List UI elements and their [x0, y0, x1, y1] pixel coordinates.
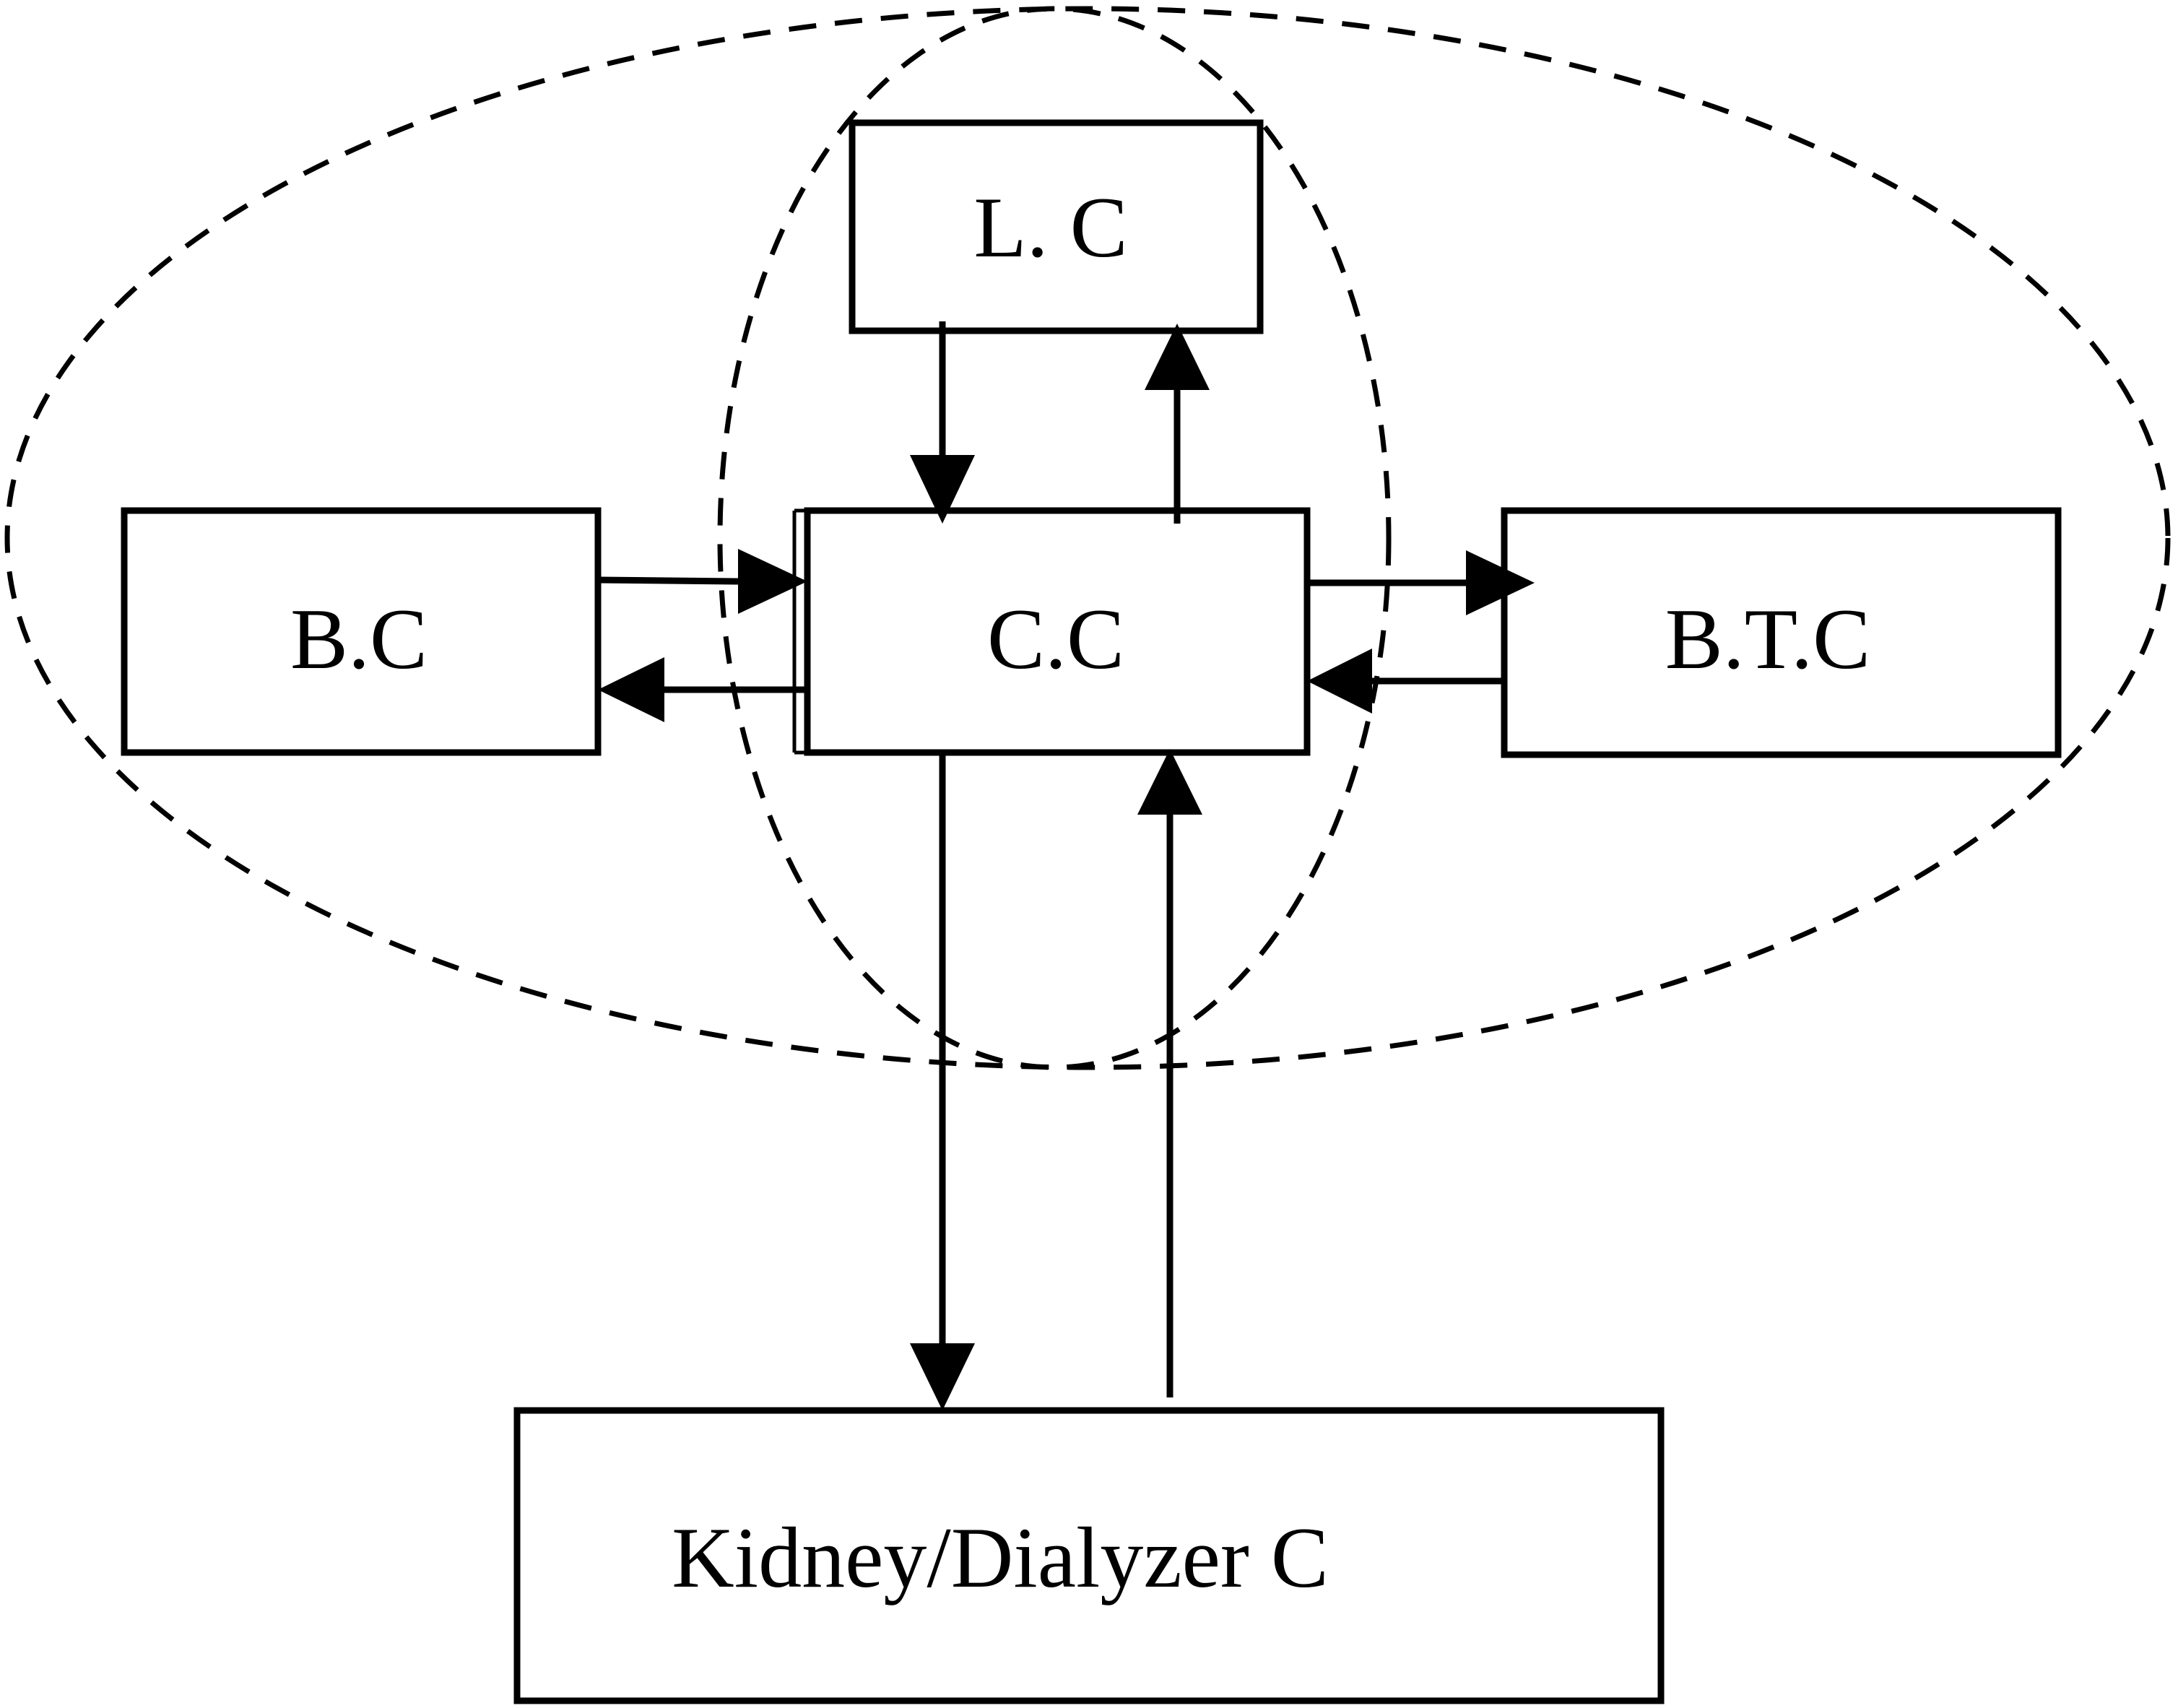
- brain-compartment: B.C: [121, 507, 602, 756]
- arrow-head-right: [738, 549, 807, 614]
- kidney-dialyzer-label: Kidney/Dialyzer C: [672, 1509, 1329, 1605]
- brain-label: B.C: [290, 591, 428, 687]
- body-tissue-compartment: B.T.C: [1501, 507, 2062, 758]
- lung-box: [849, 119, 1264, 334]
- arrow-head-right: [1466, 550, 1535, 615]
- lung-label: L. C: [973, 179, 1127, 275]
- brain-box: [121, 507, 602, 756]
- arrow-body-tissue-to-central: [1307, 649, 1504, 714]
- arrow-brain-to-central: [597, 549, 807, 614]
- body-tissue-label: B.T.C: [1665, 591, 1870, 687]
- lung-compartment: L. C: [849, 119, 1264, 334]
- kidney-dialyzer-box: [513, 1407, 1665, 1704]
- arrow-lung-to-central: [910, 321, 975, 524]
- arrow-central-to-kidney: [910, 753, 975, 1410]
- arrow-central-to-brain: [598, 657, 807, 722]
- arrow-head-left: [1307, 649, 1372, 714]
- arrow-head-down: [910, 1343, 975, 1410]
- central-label: C.C: [987, 591, 1124, 687]
- arrow-head-down: [910, 455, 975, 524]
- arrow-kidney-to-central: [1137, 749, 1202, 1397]
- central-compartment: C.C: [792, 507, 1311, 756]
- arrow-head-up: [1145, 324, 1210, 390]
- vertical-dashed-ellipse: [717, 6, 1392, 1070]
- arrow-head-up: [1137, 749, 1202, 815]
- arrow-central-to-body-tissue: [1307, 550, 1535, 615]
- arrow-central-to-lung: [1145, 324, 1210, 524]
- body-tissue-box: [1501, 507, 2062, 758]
- kidney-dialyzer-compartment: Kidney/Dialyzer C: [513, 1407, 1665, 1704]
- horizontal-dashed-ellipse: [4, 6, 2171, 1070]
- arrow-head-left: [598, 657, 664, 722]
- central-box: [804, 507, 1311, 756]
